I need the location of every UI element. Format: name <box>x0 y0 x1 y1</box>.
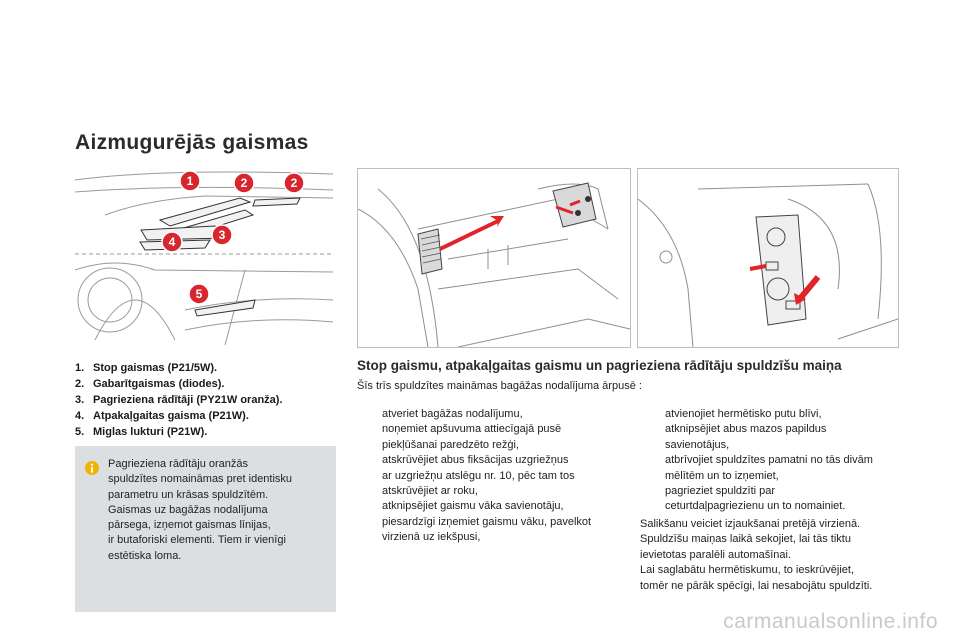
svg-text:4: 4 <box>169 235 176 249</box>
svg-text:5: 5 <box>196 287 203 301</box>
list-item: atveriet bagāžas nodalījumu, <box>382 408 523 420</box>
info-icon <box>85 461 99 475</box>
section-title: Stop gaismu, atpakaļgaitas gaismu un pag… <box>357 358 842 373</box>
info-box: Pagrieziena rādītāju oranžās spuldzītes … <box>75 446 336 612</box>
callout-5: 5 <box>188 283 210 305</box>
callout-1: 1 <box>179 170 201 192</box>
callout-2a: 2 <box>233 172 255 194</box>
page-title: Aizmugurējās gaismas <box>75 131 309 154</box>
svg-text:2: 2 <box>241 176 248 190</box>
svg-text:3: 3 <box>219 228 226 242</box>
lamp-holder-illustration <box>637 168 899 348</box>
callout-3: 3 <box>211 224 233 246</box>
list-item: atknipsējiet gaismu vāka savienotāju, <box>382 500 564 513</box>
list-item: 1.Stop gaismas (P21/5W). <box>75 362 218 374</box>
watermark: carmanualsonline.info <box>723 610 938 633</box>
notes-paragraph: Salikšanu veiciet izjaukšanai pretējā vi… <box>640 518 873 592</box>
callout-4: 4 <box>161 231 183 253</box>
list-item: 4.Atpakaļgaitas gaisma (P21W). <box>75 410 249 422</box>
steps-list-left: atveriet bagāžas nodalījumu, noņemiet ap… <box>357 407 632 546</box>
list-item: 2.Gabarītgaismas (diodes). <box>75 378 225 390</box>
callout-2b: 2 <box>283 172 305 194</box>
list-item: atvienojiet hermētisko putu blīvi, <box>665 408 822 420</box>
list-item: atbrīvojiet spuldzītes pamatni no tās di… <box>665 454 873 482</box>
trunk-interior-illustration <box>357 168 631 348</box>
list-item: 3.Pagrieziena rādītāji (PY21W oranža). <box>75 394 283 406</box>
lamp-holder-drawing <box>638 183 898 347</box>
section-intro: Šīs trīs spuldzītes maināmas bagāžas nod… <box>357 380 642 392</box>
svg-text:1: 1 <box>187 174 194 188</box>
rear-lights-illustration: 1 2 2 3 4 5 <box>74 160 334 346</box>
list-item: piesardzīgi izņemiet gaismu vāku, pavelk… <box>382 515 592 544</box>
list-item: 5.Miglas lukturi (P21W). <box>75 426 208 438</box>
bulb-list: 1.Stop gaismas (P21/5W). 2.Gabarītgaisma… <box>75 360 283 440</box>
rear-lights-drawing <box>74 171 334 346</box>
info-text: Pagrieziena rādītāju oranžās spuldzītes … <box>108 458 293 562</box>
steps-list-right: atvienojiet hermētisko putu blīvi, atkni… <box>640 407 905 515</box>
trunk-interior-drawing <box>358 182 630 347</box>
svg-text:2: 2 <box>291 176 298 190</box>
